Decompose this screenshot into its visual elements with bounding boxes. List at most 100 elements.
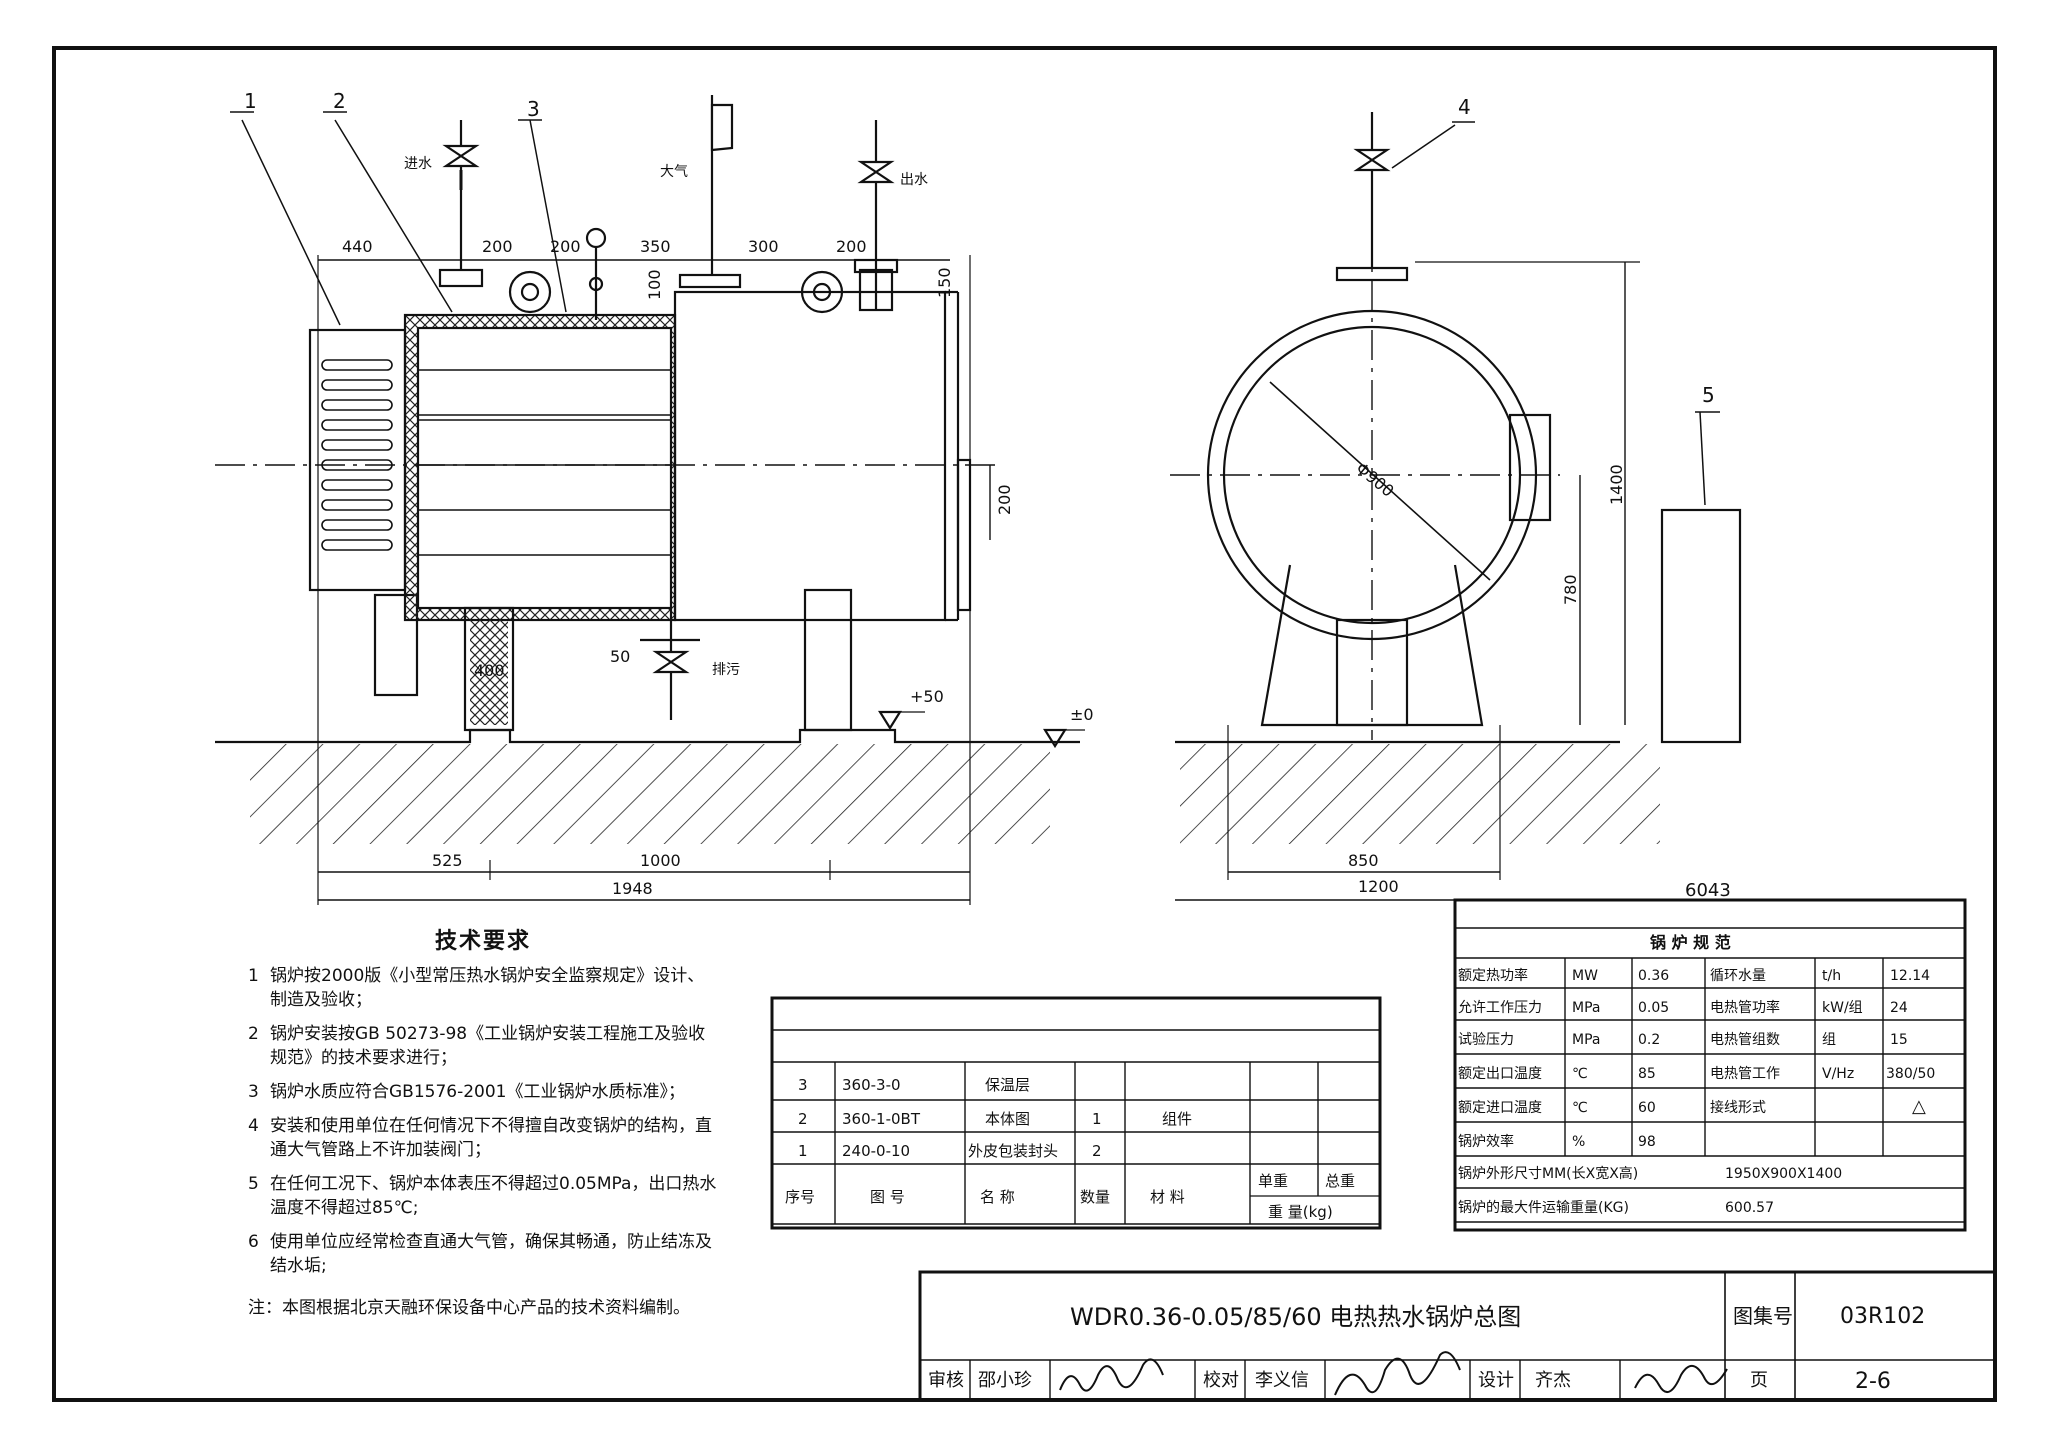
lifting-lug-1 (508, 270, 552, 314)
svg-text:3: 3 (798, 1076, 808, 1094)
ground-line (215, 728, 1080, 744)
outlet-valve (857, 160, 895, 184)
outlet-label: 出水 (900, 172, 928, 188)
svg-text:△: △ (1912, 1096, 1926, 1117)
svg-text:接线形式: 接线形式 (1710, 1099, 1766, 1116)
unit-weight-label: 单重 (1258, 1172, 1288, 1190)
spec-weight-label: 锅炉的最大件运输重量(KG) (1458, 1200, 1629, 1216)
svg-text:V/Hz: V/Hz (1822, 1066, 1854, 1082)
control-cabinet (1660, 508, 1742, 744)
spec-dims-value: 1950X900X1400 (1725, 1166, 1842, 1182)
weight-kg-label: 重 量(kg) (1268, 1203, 1333, 1221)
svg-text:组: 组 (1822, 1032, 1836, 1048)
svg-text:保温层: 保温层 (985, 1076, 1030, 1094)
svg-text:0.05: 0.05 (1638, 1000, 1669, 1016)
parts-table-frame (770, 996, 1382, 1230)
tables (770, 898, 1997, 1402)
vent-nozzle (678, 273, 742, 289)
svg-text:360-1-0BT: 360-1-0BT (842, 1110, 921, 1128)
svg-text:24: 24 (1890, 1000, 1908, 1016)
svg-text:MPa: MPa (1572, 1000, 1600, 1016)
cabinet-support (373, 593, 419, 697)
width-1200: 1200 (1358, 877, 1399, 896)
svg-text:MPa: MPa (1572, 1032, 1600, 1048)
check-label: 校对 (1203, 1370, 1239, 1391)
level-plus50: +50 (910, 687, 944, 706)
ground-hatch (250, 744, 1050, 844)
signature-checker (1334, 1351, 1461, 1396)
svg-text:电热管组数: 电热管组数 (1710, 1032, 1780, 1048)
top-dim-200c: 200 (836, 237, 867, 256)
svg-text:t/h: t/h (1822, 968, 1841, 984)
title-block-frame (918, 1270, 1997, 1402)
dim-6043: 6043 (1685, 880, 1731, 901)
design-label: 设计 (1478, 1370, 1514, 1391)
front-support (463, 606, 515, 732)
bottom-dim-1000: 1000 (640, 851, 681, 870)
callout-5: 5 (1702, 383, 1715, 407)
level-zero: ±0 (1070, 705, 1094, 724)
svg-text:本体图: 本体图 (985, 1110, 1030, 1128)
height-1400: 1400 (1607, 464, 1626, 505)
callout-1: 1 (244, 89, 257, 113)
svg-text:℃: ℃ (1572, 1066, 1588, 1082)
total-length: 1948 (612, 879, 653, 898)
svg-text:材 料: 材 料 (1150, 1188, 1185, 1206)
svg-text:0.36: 0.36 (1638, 968, 1669, 984)
svg-text:循环水量: 循环水量 (1710, 968, 1766, 984)
side-valve (1353, 148, 1391, 172)
svg-text:名 称: 名 称 (980, 1188, 1015, 1206)
callout-3: 3 (527, 97, 540, 121)
svg-text:图 号: 图 号 (870, 1188, 905, 1206)
signature-designer (1634, 1365, 1728, 1394)
svg-text:组件: 组件 (1162, 1110, 1192, 1128)
dim-400: 400 (474, 661, 505, 680)
inlet-valve (442, 144, 480, 168)
checker-name: 李义信 (1255, 1370, 1309, 1391)
top-dim-350: 350 (640, 237, 671, 256)
svg-text:序号: 序号 (785, 1188, 815, 1206)
spec-table-title: 锅 炉 规 范 (1650, 933, 1731, 952)
svg-text:60: 60 (1638, 1100, 1656, 1116)
designer-name: 齐杰 (1535, 1370, 1571, 1391)
svg-text:允许工作压力: 允许工作压力 (1458, 1000, 1542, 1016)
atmosphere-label: 大气 (660, 164, 688, 180)
svg-text:2: 2 (798, 1110, 808, 1128)
svg-text:85: 85 (1638, 1066, 1656, 1082)
review-label: 审核 (928, 1370, 964, 1391)
svg-text:额定热功率: 额定热功率 (1458, 967, 1528, 984)
svg-text:360-3-0: 360-3-0 (842, 1076, 901, 1094)
side-box (1508, 413, 1552, 522)
boiler-shell (416, 326, 673, 610)
cabinet-louvers (321, 359, 393, 551)
svg-text:1: 1 (1092, 1110, 1102, 1128)
top-dim-300: 300 (748, 237, 779, 256)
svg-text:240-0-10: 240-0-10 (842, 1142, 910, 1160)
width-850: 850 (1348, 851, 1379, 870)
total-weight-label: 总重 (1325, 1172, 1355, 1190)
bottom-dim-525: 525 (432, 851, 463, 870)
outer-casing (673, 290, 947, 622)
drain-label: 排污 (712, 662, 740, 678)
drain-valve (652, 650, 690, 674)
diameter-line (1269, 381, 1491, 581)
spec-table-frame (1453, 898, 1967, 1232)
svg-text:%: % (1572, 1134, 1585, 1150)
svg-text:电热管功率: 电热管功率 (1710, 999, 1780, 1016)
callout-2: 2 (333, 89, 346, 113)
diameter-label: Φ900 (1352, 459, 1397, 501)
pressure-gauge (585, 227, 607, 249)
top-dim-200a: 200 (482, 237, 513, 256)
page-number: 2-6 (1855, 1369, 1891, 1394)
notes-title: 技术要求 (434, 929, 531, 954)
callout-4: 4 (1458, 95, 1471, 119)
svg-text:15: 15 (1890, 1032, 1908, 1048)
svg-text:kW/组: kW/组 (1822, 1000, 1863, 1016)
spec-dims-label: 锅炉外形尺寸MM(长X宽X高) (1458, 1165, 1638, 1182)
